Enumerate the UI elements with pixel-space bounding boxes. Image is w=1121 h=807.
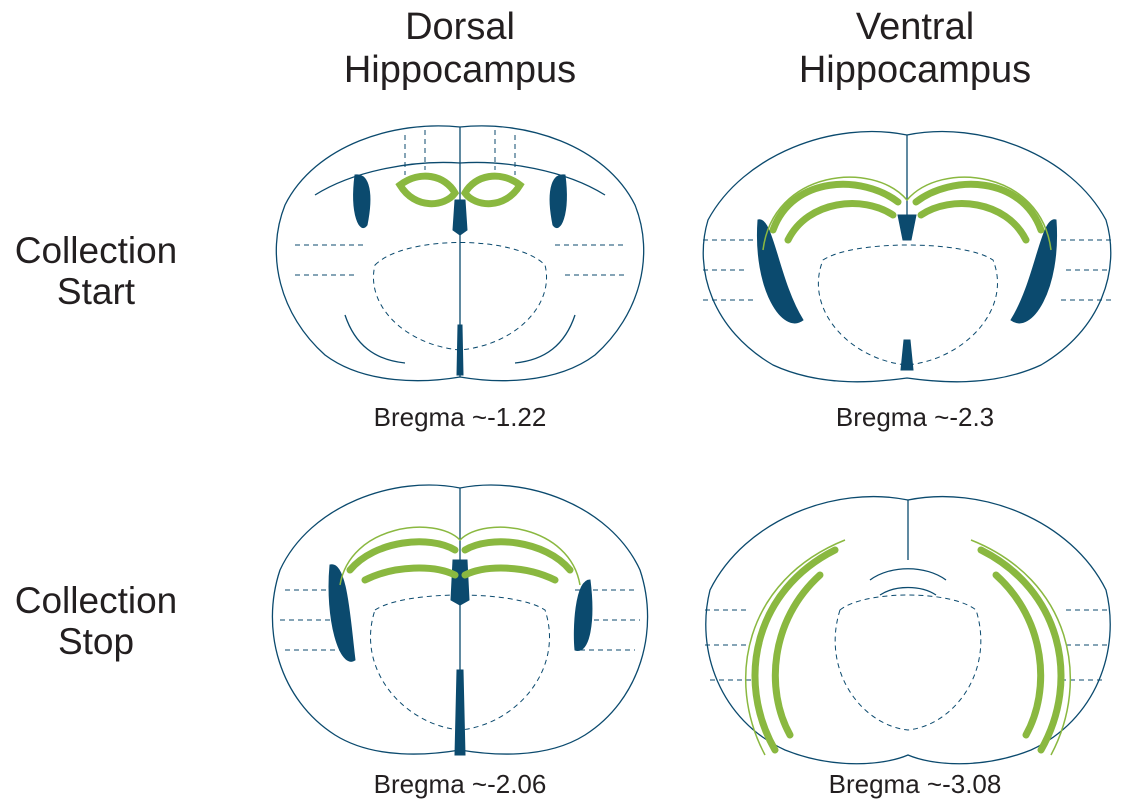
- brain-section-ventral-start: [693, 120, 1121, 390]
- row-header-stop: Collection Stop: [0, 580, 206, 663]
- brain-section-dorsal-stop: [255, 470, 665, 770]
- column-header-line: Dorsal: [290, 6, 630, 49]
- brain-section-ventral-stop: [695, 480, 1121, 775]
- column-header-line: Hippocampus: [290, 49, 630, 92]
- caption-ventral-start: Bregma ~-2.3: [765, 403, 1065, 432]
- caption-dorsal-start: Bregma ~-1.22: [310, 403, 610, 432]
- row-header-line: Collection: [0, 580, 206, 621]
- row-header-line: Start: [0, 271, 206, 312]
- column-header-dorsal: Dorsal Hippocampus: [290, 6, 630, 91]
- column-header-line: Hippocampus: [745, 49, 1085, 92]
- caption-dorsal-stop: Bregma ~-2.06: [310, 770, 610, 799]
- brain-section-dorsal-start: [255, 115, 665, 390]
- column-header-line: Ventral: [745, 6, 1085, 49]
- row-header-line: Stop: [0, 621, 206, 662]
- caption-ventral-stop: Bregma ~-3.08: [765, 770, 1065, 799]
- column-header-ventral: Ventral Hippocampus: [745, 6, 1085, 91]
- row-header-start: Collection Start: [0, 230, 206, 313]
- row-header-line: Collection: [0, 230, 206, 271]
